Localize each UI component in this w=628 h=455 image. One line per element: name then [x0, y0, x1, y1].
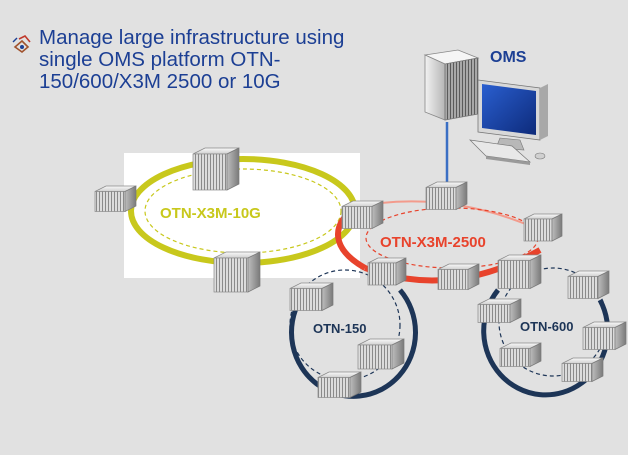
label-otn-x3m-2500: OTN-X3M-2500	[380, 234, 486, 251]
label-otn-600: OTN-600	[520, 319, 573, 334]
headline-line-3: 150/600/X3M 2500 or 10G	[39, 70, 281, 93]
label-otn-x3m-10g: OTN-X3M-10G	[160, 205, 261, 222]
network-node-icon	[289, 282, 334, 312]
network-node-icon	[341, 200, 384, 230]
network-node-icon	[477, 298, 522, 324]
network-node-icon	[499, 342, 542, 368]
network-node-icon	[497, 254, 542, 290]
network-node-icon	[94, 185, 137, 213]
network-node-icon	[357, 338, 405, 370]
headline-line-2: single OMS platform OTN-	[39, 48, 281, 71]
oms-label: OMS	[490, 49, 527, 66]
headline-line-1: Manage large infrastructure using	[39, 26, 345, 49]
network-node-icon	[437, 263, 480, 291]
network-node-icon	[567, 270, 610, 300]
label-otn-150: OTN-150	[313, 321, 366, 336]
oms-server: OMS	[423, 49, 548, 165]
network-node-icon	[317, 371, 362, 399]
network-node-icon	[523, 213, 563, 242]
bullet-icon	[10, 33, 36, 57]
network-node-icon	[192, 147, 240, 191]
network-node-icon	[561, 357, 604, 383]
network-node-icon	[213, 251, 261, 293]
headline: Manage large infrastructure using single…	[39, 27, 379, 93]
network-node-icon	[367, 257, 407, 286]
network-node-icon	[582, 321, 627, 351]
network-node-icon	[425, 181, 468, 211]
